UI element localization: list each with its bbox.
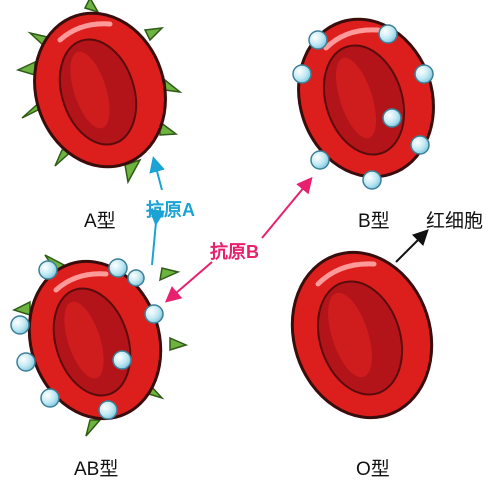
arrow-antigen-a-to-cell-ab — [149, 209, 166, 266]
label-antigen-a: 抗原A — [146, 200, 195, 220]
label-type-o: O型 — [356, 459, 390, 480]
antigen-b-bubbles — [292, 24, 434, 190]
label-red-blood-cell: 红细胞 — [426, 211, 484, 232]
label-antigen-b: 抗原B — [210, 242, 259, 262]
label-type-ab: AB型 — [74, 459, 119, 480]
cell-type-o — [290, 250, 434, 420]
label-type-b: B型 — [358, 211, 390, 232]
cell-type-a — [15, 0, 183, 185]
arrow-antigen-b-to-cell-b — [261, 176, 313, 239]
cell-type-ab — [10, 254, 189, 437]
arrow-antigen-a-to-cell-a — [149, 156, 165, 191]
cell-type-b — [292, 17, 435, 190]
label-type-a: A型 — [84, 211, 116, 232]
arrow-red-blood-cell-to-cell-o — [395, 229, 429, 263]
arrow-antigen-b-to-cell-ab — [164, 261, 213, 303]
